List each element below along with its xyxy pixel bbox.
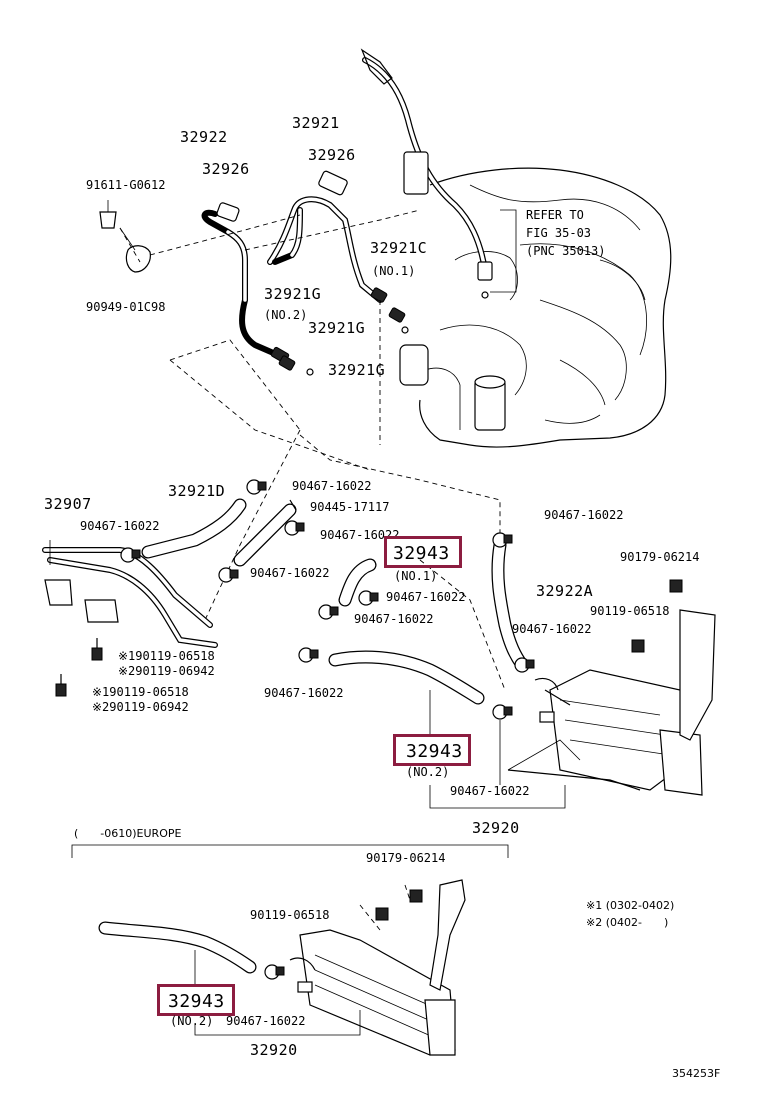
label-32921d: 32921D bbox=[168, 482, 226, 500]
label-bolt-2b: ※290119-06942 bbox=[92, 700, 189, 714]
label-32921: 32921 bbox=[292, 114, 340, 132]
label-refer-2: FIG 35-03 bbox=[526, 226, 592, 240]
bracket-32920-lower bbox=[194, 1010, 361, 1036]
label-32922: 32922 bbox=[180, 128, 228, 146]
label-32921g-c: 32921G bbox=[328, 361, 386, 379]
label-32943-bot[interactable]: 32943 bbox=[168, 991, 225, 1012]
label-clamp-8: 90467-16022 bbox=[512, 622, 592, 636]
label-bolt-2a: ※190119-06518 bbox=[92, 685, 189, 699]
highlight-32943-no2-lower[interactable]: 32943 bbox=[157, 984, 235, 1016]
label-bolt-1a: ※190119-06518 bbox=[118, 649, 215, 663]
label-90179-b: 90179-06214 bbox=[366, 851, 446, 865]
label-32926-b: 32926 bbox=[308, 146, 356, 164]
label-clamp-12: 90467-16022 bbox=[450, 784, 530, 798]
bolt-and-clip bbox=[99, 200, 151, 273]
bolts-left bbox=[55, 579, 683, 921]
label-no1-a: (NO.1) bbox=[372, 264, 416, 278]
label-32922a: 32922A bbox=[536, 582, 594, 600]
label-90119-a: 90119-06518 bbox=[590, 604, 670, 618]
label-europe: ( -0610)EUROPE bbox=[74, 827, 182, 840]
label-90445: 90445-17117 bbox=[310, 500, 390, 514]
figure-number: 354253F bbox=[672, 1067, 721, 1080]
hoses-middle bbox=[141, 498, 529, 705]
hose-clamps bbox=[120, 479, 535, 980]
label-clamp-13: 90467-16022 bbox=[226, 1014, 306, 1028]
label-clamp-6: 90467-16022 bbox=[354, 612, 434, 626]
label-32943-top[interactable]: 32943 bbox=[393, 543, 450, 564]
label-no1-b: (NO.1) bbox=[394, 569, 438, 583]
label-90949: 90949-01C98 bbox=[86, 300, 166, 314]
label-note-1: ※1 (0302-0402) bbox=[586, 899, 675, 912]
label-clamp-2: 90467-16022 bbox=[80, 519, 160, 533]
label-32921c: 32921C bbox=[370, 239, 428, 257]
highlight-32943-no1[interactable]: 32943 bbox=[384, 536, 462, 568]
label-clamp-1: 90467-16022 bbox=[292, 479, 372, 493]
pipe-bracket-32907 bbox=[42, 540, 218, 648]
label-refer-3: (PNC 35013) bbox=[526, 244, 606, 258]
cooler-pipes-upper bbox=[201, 170, 409, 376]
dipstick-tube bbox=[360, 48, 493, 299]
label-note-2: ※2 (0402- ) bbox=[586, 916, 669, 929]
label-refer-1: REFER TO bbox=[526, 208, 584, 222]
label-32907: 32907 bbox=[44, 495, 92, 513]
refer-bracket bbox=[490, 209, 517, 293]
guide-lines bbox=[119, 209, 506, 931]
label-no2-c: (NO.2) bbox=[170, 1014, 214, 1028]
label-90119-b: 90119-06518 bbox=[250, 908, 330, 922]
oil-cooler-lower bbox=[98, 879, 466, 1056]
label-clamp-4: 90467-16022 bbox=[250, 566, 330, 580]
europe-frame bbox=[71, 844, 509, 858]
label-32920-upper: 32920 bbox=[472, 819, 520, 837]
label-no2-a: (NO.2) bbox=[264, 308, 308, 322]
label-32921g-a: 32921G bbox=[264, 285, 322, 303]
label-clamp-7: 90467-16022 bbox=[544, 508, 624, 522]
oil-cooler-upper bbox=[507, 609, 716, 796]
label-no2-b: (NO.2) bbox=[406, 765, 450, 779]
label-bolt-1b: ※290119-06942 bbox=[118, 664, 215, 678]
label-32943-mid[interactable]: 32943 bbox=[406, 741, 463, 762]
label-32926-a: 32926 bbox=[202, 160, 250, 178]
label-32921g-b: 32921G bbox=[308, 319, 366, 337]
label-91611: 91611-G0612 bbox=[86, 178, 166, 192]
label-clamp-3: 90467-16022 bbox=[320, 528, 400, 542]
bracket-32920-upper bbox=[429, 785, 566, 809]
transmission-housing bbox=[399, 167, 672, 448]
label-clamp-9: 90467-16022 bbox=[264, 686, 344, 700]
label-clamp-5: 90467-16022 bbox=[386, 590, 466, 604]
label-90179-a: 90179-06214 bbox=[620, 550, 700, 564]
highlight-32943-no2-upper[interactable]: 32943 bbox=[393, 734, 471, 766]
label-32920-lower: 32920 bbox=[250, 1041, 298, 1059]
